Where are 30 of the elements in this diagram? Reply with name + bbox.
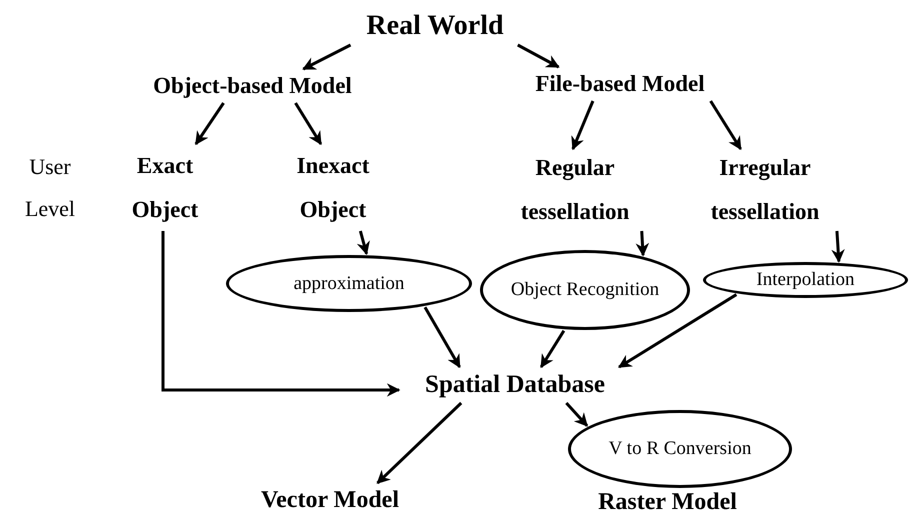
node-label: File-based Model: [500, 68, 740, 100]
node-label: Object-based Model: [120, 70, 385, 102]
arrow: [162, 231, 400, 397]
arrow: [618, 293, 738, 368]
arrow: [424, 306, 461, 368]
model-label: Raster Model: [597, 488, 738, 516]
arrow: [302, 44, 352, 70]
level-label: User Level: [24, 152, 76, 222]
process-ellipse: Interpolation: [703, 262, 908, 298]
arrow: [194, 102, 225, 146]
arrow: [636, 230, 650, 257]
node-label: Vector Model: [250, 484, 410, 516]
node-label: Real World: [340, 8, 530, 44]
node-label: Inexact Object: [278, 145, 388, 230]
arrow: [376, 402, 462, 484]
arrow: [356, 230, 370, 256]
arrow: [709, 100, 742, 150]
arrow: [565, 402, 588, 427]
arrow: [294, 102, 322, 146]
process-ellipse: Object Recognition: [480, 250, 690, 330]
node-label: Irregular tessellation: [680, 150, 850, 230]
arrow: [517, 44, 560, 68]
node-label: Regular tessellation: [490, 150, 660, 230]
node-label: Spatial Database: [400, 368, 630, 402]
process-ellipse: V to R Conversion: [568, 410, 792, 488]
node-label: Exact Object: [115, 145, 215, 230]
process-ellipse: approximation: [226, 255, 472, 312]
arrow: [540, 330, 566, 368]
arrow: [571, 100, 594, 150]
arrow: [831, 230, 845, 263]
